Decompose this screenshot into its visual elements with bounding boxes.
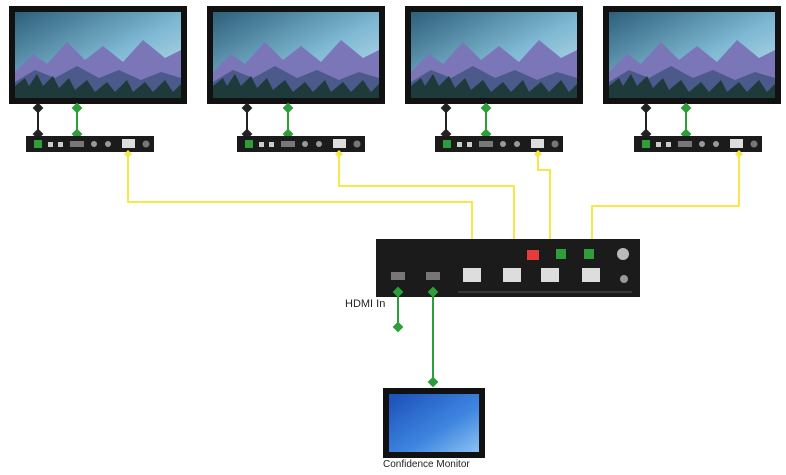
confidence-monitor-label: Confidence Monitor [383, 459, 470, 470]
confidence-monitor [383, 388, 485, 458]
hdmi-in-label: HDMI In [345, 298, 386, 310]
hdmi-cables [392, 286, 439, 388]
display-2 [207, 6, 385, 104]
display-1 [9, 6, 187, 104]
receiver-2 [237, 136, 365, 152]
splitter-transmitter [376, 239, 640, 297]
receiver-4 [634, 136, 762, 152]
receiver-1 [26, 136, 154, 152]
display-4 [603, 6, 781, 104]
receiver-3 [435, 136, 563, 152]
hdbaset-cables [127, 154, 740, 264]
display-receiver-cables [32, 102, 692, 140]
display-3 [405, 6, 583, 104]
